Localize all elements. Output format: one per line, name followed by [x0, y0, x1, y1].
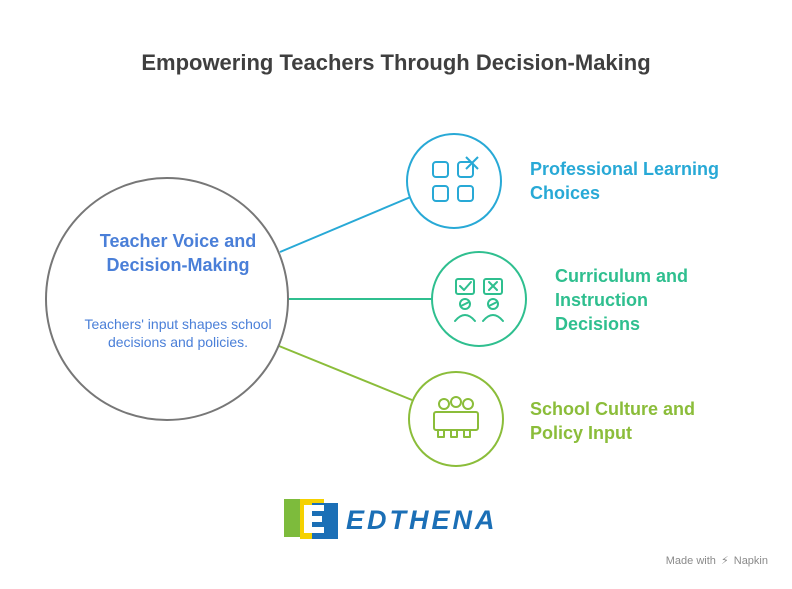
connector-line-3: [278, 345, 413, 401]
grid-with-x-icon: [432, 156, 479, 202]
page-title: Empowering Teachers Through Decision-Mak…: [141, 50, 651, 75]
napkin-name: Napkin: [733, 555, 768, 567]
center-title: Teacher Voice and Decision-Making: [99, 231, 257, 275]
people-speech-icon: [454, 278, 504, 322]
node-label-curriculum: Curriculum and Instruction Decisions: [555, 266, 689, 334]
center-circle: [45, 177, 289, 421]
node-circle-school-culture: [408, 371, 504, 467]
node-circle-professional-learning: [406, 133, 502, 229]
made-with-text: Made with: [665, 555, 716, 567]
connector-line-1: [279, 195, 414, 253]
node-label-professional-learning: Professional Learning Choices: [530, 159, 720, 203]
edthena-logo: [284, 499, 338, 539]
meeting-table-icon: [433, 396, 479, 438]
brand-name: EDTHENA: [346, 505, 498, 535]
node-circle-curriculum: [431, 251, 527, 347]
napkin-icon: ⚡: [720, 555, 729, 567]
made-with-napkin: Made with ⚡ Napkin: [666, 554, 768, 567]
node-label-school-culture: School Culture and Policy Input: [530, 399, 696, 443]
center-description: Teachers' input shapes school decisions …: [84, 316, 272, 350]
